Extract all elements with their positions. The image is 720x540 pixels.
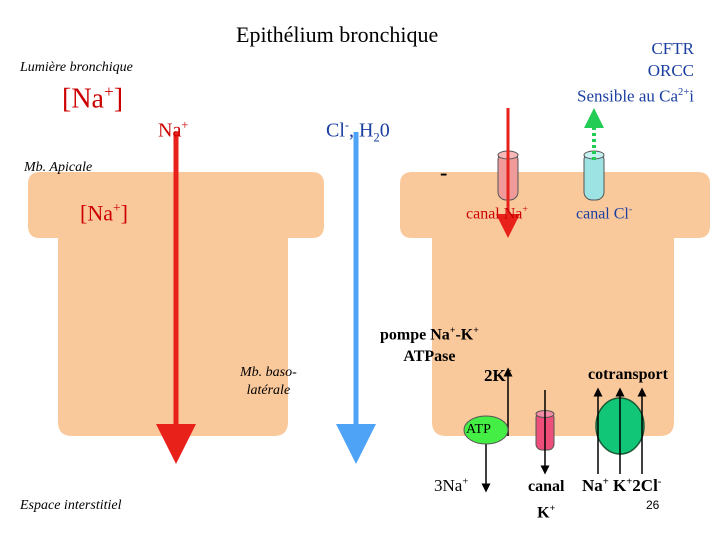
diagram-title: Epithélium bronchique <box>236 22 439 47</box>
pump-label-line2: ATPase <box>403 348 456 366</box>
basolateral-label-line2: latérale <box>246 383 291 398</box>
cell-na-concentration: [Na+] <box>80 200 128 226</box>
right-cell <box>400 172 710 436</box>
interstitial-space-label: Espace interstitiel <box>20 498 122 513</box>
na-export-label: 3Na+ <box>434 476 469 495</box>
atp-label: ATP <box>466 422 491 437</box>
k-channel-label-line2: K+ <box>537 503 556 522</box>
k-import-label: 2K+ <box>484 366 512 385</box>
cl-water-flux-label: Cl-, H20 <box>326 118 390 145</box>
basolateral-label-line1: Mb. baso- <box>240 365 297 380</box>
na-flux-label: Na+ <box>158 118 189 142</box>
page-number: 26 <box>646 498 660 512</box>
apical-charge-mark: - <box>440 160 448 185</box>
na-channel-label: canal Na+ <box>466 204 528 223</box>
orcc-line: ORCC <box>647 61 694 80</box>
k-channel-label-line1: canal <box>528 478 565 495</box>
cl-channel-label: canal Cl- <box>576 204 633 223</box>
basolateral-membrane-label: Mb. baso- latérale <box>240 364 297 400</box>
lumen-label: Lumière bronchique <box>20 60 133 75</box>
cotransport-label: cotransport <box>588 366 668 383</box>
lumen-na-concentration: [Na+] <box>62 82 124 115</box>
apical-membrane-label: Mb. Apicale <box>24 160 93 175</box>
cotransport-ions-label: Na+ K+2Cl- <box>582 476 662 495</box>
channel-types-label: CFTR ORCC Sensible au Ca2+i <box>520 38 694 108</box>
ca-sensitive-line: Sensible au Ca2+i <box>577 86 694 106</box>
pump-label: pompe Na+-K+ ATPase <box>380 320 479 368</box>
atp-pump <box>463 415 509 445</box>
pump-label-line1: pompe Na+-K+ <box>380 325 479 344</box>
cftr-line: CFTR <box>651 39 694 58</box>
k-channel-label: canal K+ <box>528 476 564 524</box>
